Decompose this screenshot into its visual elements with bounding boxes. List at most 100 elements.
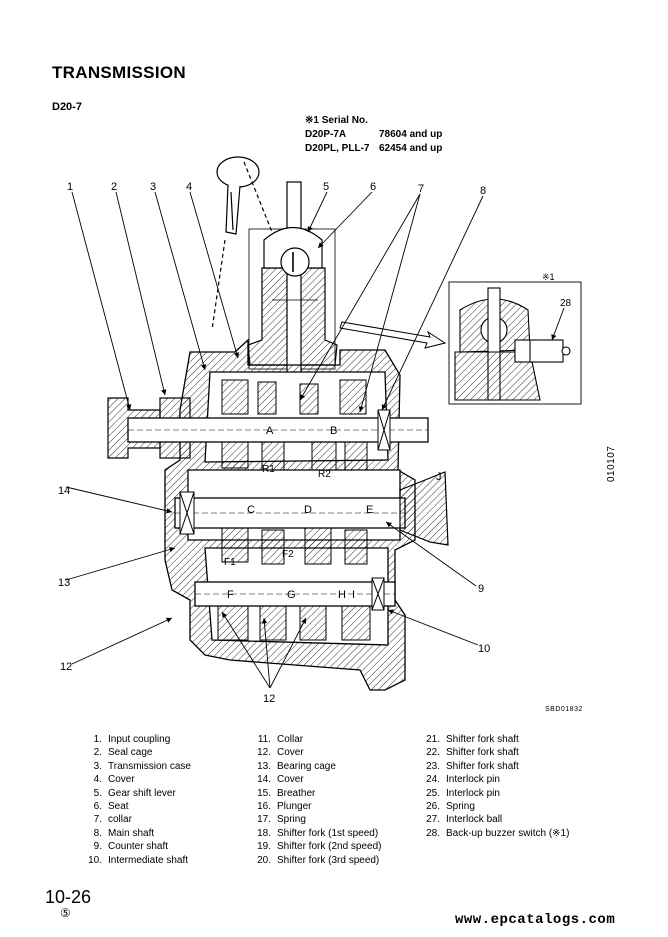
part-number: 6. bbox=[93, 801, 102, 813]
part-number: 26. bbox=[426, 801, 440, 813]
part-label: Shifter fork shaft bbox=[446, 747, 519, 759]
list-item: 8.Main shaft bbox=[80, 827, 191, 840]
part-number: 15. bbox=[257, 787, 271, 799]
list-item: 19. Shifter fork (2nd speed) bbox=[255, 840, 382, 853]
part-number: 17. bbox=[257, 814, 271, 826]
bevel-pinion bbox=[399, 471, 449, 546]
shaft-letter-b: B bbox=[330, 425, 337, 437]
list-item: 9. Counter shaft bbox=[80, 840, 191, 853]
page-title: TRANSMISSION bbox=[52, 63, 186, 82]
serial-value: 78604 and up bbox=[379, 129, 443, 140]
list-item: 28. Back-up buzzer switch (※1) bbox=[425, 827, 569, 840]
list-item: 7. collar bbox=[80, 813, 191, 826]
shaft-letter-f: F bbox=[227, 589, 234, 601]
callout-12-bottom: 12 bbox=[263, 693, 275, 705]
part-label: Intermediate shaft bbox=[108, 854, 189, 866]
callout-10: 10 bbox=[478, 643, 490, 655]
part-number: 19. bbox=[257, 841, 271, 853]
gear-label-r1: R1 bbox=[262, 464, 275, 475]
gear-label-f1: F1 bbox=[224, 557, 236, 568]
serial-row: D20PL, PLL-7 62454 and up bbox=[305, 142, 442, 156]
callout-28: 28 bbox=[560, 298, 572, 309]
callout-leaders bbox=[65, 191, 565, 689]
callout-9: 9 bbox=[478, 583, 484, 595]
part-number: 22. bbox=[426, 747, 440, 759]
part-label: Shifter fork (1st speed) bbox=[277, 827, 379, 839]
part-number: 9. bbox=[93, 841, 102, 853]
gear-label-f2: F2 bbox=[282, 549, 294, 560]
part-number: 8. bbox=[93, 827, 102, 839]
part-label: collar bbox=[108, 814, 132, 826]
part-label: Back-up buzzer switch (※1) bbox=[446, 827, 570, 839]
list-item: 1.Input coupling bbox=[80, 733, 191, 746]
shaft-letter-c: C bbox=[247, 504, 255, 516]
part-label: Shifter fork shaft bbox=[446, 734, 519, 745]
part-number: 11. bbox=[257, 734, 271, 745]
gear-shift-lever-drawing bbox=[211, 156, 273, 331]
list-item: 18.Shifter fork (1st speed) bbox=[255, 827, 382, 840]
callout-12: 12 bbox=[60, 661, 72, 673]
page-number: 10-26 bbox=[45, 887, 92, 907]
list-item: 16. Plunger bbox=[255, 800, 382, 813]
callout-4: 4 bbox=[186, 181, 192, 193]
shaft-letter-i: I bbox=[352, 589, 355, 601]
part-number: 23. bbox=[426, 760, 440, 772]
part-label: Seat bbox=[108, 801, 129, 813]
part-label: Seal cage bbox=[108, 747, 153, 759]
shaft-letter-j: J bbox=[436, 471, 442, 483]
part-number: 5. bbox=[93, 787, 102, 799]
serial-model: D20PL, PLL-7 bbox=[305, 143, 370, 154]
part-label: Shifter fork shaft bbox=[446, 760, 519, 772]
part-label: Plunger bbox=[277, 801, 312, 813]
list-item: 25.Interlock pin bbox=[425, 787, 569, 800]
part-label: Cover bbox=[108, 774, 135, 786]
list-item: 2.Seal cage bbox=[80, 746, 191, 759]
part-number: 13. bbox=[257, 760, 271, 772]
detail-arrow bbox=[339, 321, 447, 349]
callout-6: 6 bbox=[370, 181, 376, 193]
part-number: 28. bbox=[426, 827, 440, 839]
list-item: 10.Intermediate shaft bbox=[80, 854, 191, 867]
callout-14: 14 bbox=[58, 485, 70, 497]
list-item: 23. Shifter fork shaft bbox=[425, 760, 569, 773]
callout-2: 2 bbox=[111, 181, 117, 193]
list-item: 21.Shifter fork shaft bbox=[425, 733, 569, 746]
part-label: Counter shaft bbox=[108, 841, 169, 853]
part-label: Breather bbox=[277, 787, 316, 799]
callout-13: 13 bbox=[58, 577, 70, 589]
part-number: 20. bbox=[257, 854, 271, 866]
list-item: 22. Shifter fork shaft bbox=[425, 746, 569, 759]
part-label: Interlock ball bbox=[446, 814, 503, 826]
list-item: 13. Bearing cage bbox=[255, 760, 382, 773]
list-item: 5.Gear shift lever bbox=[80, 787, 191, 800]
list-item: 26.Spring bbox=[425, 800, 569, 813]
part-label: Transmission case bbox=[108, 760, 191, 772]
parts-list-column-2: 11.Collar 12.Cover 13.Bearing cage 14.Co… bbox=[255, 733, 382, 867]
shaft-letter-d: D bbox=[304, 504, 312, 516]
site-watermark[interactable]: www.epcatalogs.com bbox=[455, 912, 616, 928]
serial-heading: ※1 Serial No. bbox=[305, 115, 368, 126]
part-label: Cover bbox=[277, 774, 304, 786]
list-item: 11.Collar bbox=[255, 733, 382, 746]
shaft-letter-g: G bbox=[287, 589, 296, 601]
serial-info: ※1 Serial No. D20P-7A 78604 and up D20PL… bbox=[305, 114, 442, 156]
part-number: 27. bbox=[426, 814, 440, 826]
part-number: 1. bbox=[93, 734, 102, 745]
part-number: 7. bbox=[93, 814, 102, 826]
part-label: Shifter fork (2nd speed) bbox=[277, 841, 382, 853]
callout-7: 7 bbox=[418, 183, 424, 195]
list-item: 17. Spring bbox=[255, 813, 382, 826]
part-number: 16. bbox=[257, 801, 271, 813]
callout-1: 1 bbox=[67, 181, 73, 193]
part-number: 3. bbox=[93, 760, 102, 772]
detail-mark: ※1 bbox=[542, 272, 555, 282]
transmission-cross-section-diagram: 1 2 3 4 5 6 7 8 9 10 12 14 13 12 ※1 28 A… bbox=[58, 156, 582, 705]
part-number: 24. bbox=[426, 774, 440, 786]
list-item: 6. Seat bbox=[80, 800, 191, 813]
part-label: Bearing cage bbox=[277, 760, 336, 772]
gear-label-r2: R2 bbox=[318, 469, 331, 480]
part-label: Spring bbox=[277, 814, 306, 826]
list-item: 24.Interlock pin bbox=[425, 773, 569, 786]
list-item: 20.Shifter fork (3rd speed) bbox=[255, 854, 382, 867]
revision-mark: ⑤ bbox=[60, 906, 71, 920]
